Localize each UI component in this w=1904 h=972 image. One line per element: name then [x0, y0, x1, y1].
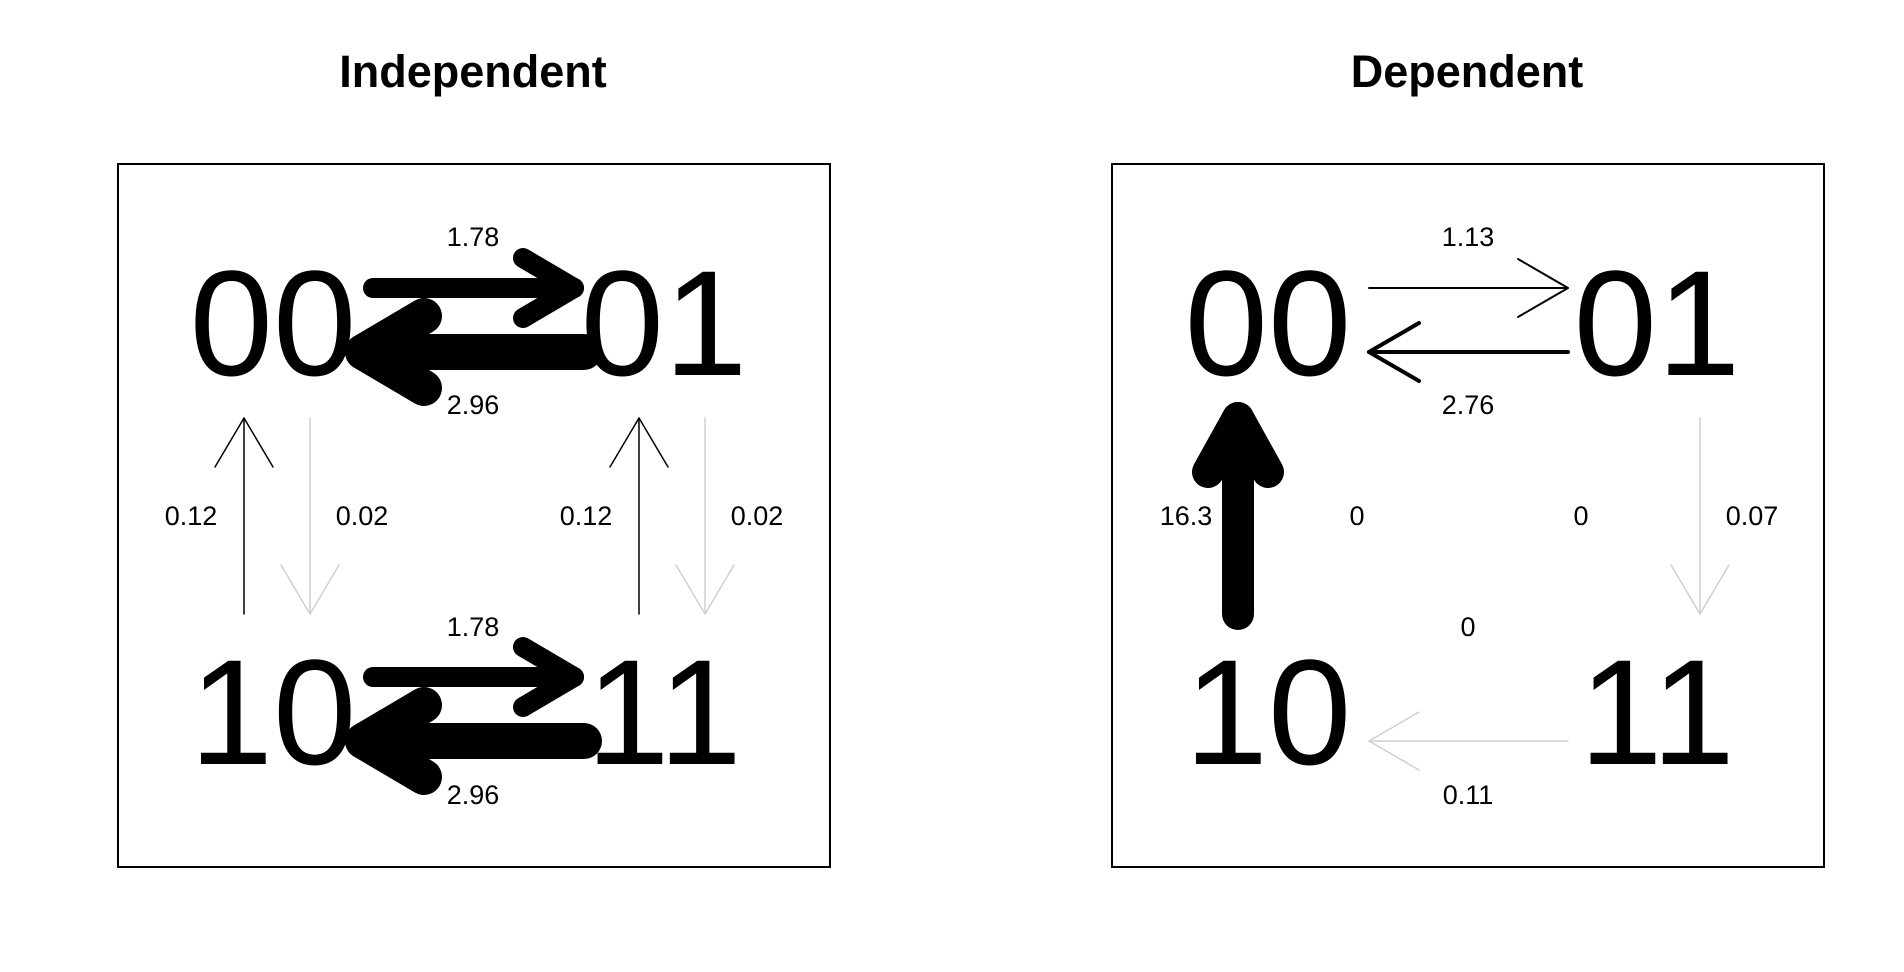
- rate-label-11-to-10: 0.11: [1443, 780, 1494, 810]
- panel-frame-dependent: [1111, 163, 1825, 868]
- rate-label-00-to-01: 1.78: [447, 222, 500, 252]
- rate-label-11-to-01: 0.12: [560, 501, 613, 531]
- edge-01-to-00: [1367, 321, 1570, 383]
- rate-label-10-to-00: 0.12: [165, 501, 218, 531]
- rate-label-00-to-01: 1.13: [1442, 222, 1495, 252]
- edge-00-to-10: [280, 417, 340, 615]
- rate-label-11-to-10: 2.96: [447, 780, 500, 810]
- rate-label-01-to-11: 0.07: [1726, 501, 1779, 531]
- state-01: 01: [1574, 239, 1741, 407]
- edge-11-to-01: [609, 417, 669, 615]
- edge-11-to-10: [1368, 711, 1569, 771]
- state-00: 00: [1185, 239, 1352, 407]
- edge-10-to-11: [363, 637, 584, 717]
- edge-00-to-01: [363, 248, 584, 328]
- rate-label-10-to-00: 16.3: [1160, 501, 1213, 531]
- panel-frame-independent: [117, 163, 831, 868]
- rate-label-10-to-11: 0: [1460, 612, 1475, 642]
- edge-01-to-11: [1670, 417, 1730, 615]
- rate-label-01-to-00: 2.76: [1442, 390, 1495, 420]
- edge-10-to-00: [1192, 402, 1284, 630]
- rate-label-00-to-10: 0.02: [336, 501, 389, 531]
- rate-label-11-to-01: 0: [1573, 501, 1588, 531]
- rate-label-01-to-00: 2.96: [447, 390, 500, 420]
- panel-title-dependent: Dependent: [1351, 46, 1584, 97]
- panel-dependent: Dependent 00 01 10 11 1.13 2.76 16.3 0 0…: [1111, 46, 1825, 868]
- state-10: 10: [1185, 628, 1352, 796]
- edge-10-to-00: [214, 417, 274, 615]
- state-00: 00: [190, 239, 357, 407]
- edge-11-to-10: [345, 687, 602, 795]
- panel-independent: Independent 00 01 10 11 1.78 2.96 0.12 0…: [117, 46, 831, 868]
- rate-label-10-to-11: 1.78: [447, 612, 500, 642]
- panel-title-independent: Independent: [339, 46, 607, 97]
- edge-01-to-11: [675, 417, 735, 615]
- state-11: 11: [1579, 628, 1735, 796]
- state-10: 10: [190, 628, 357, 796]
- rate-label-00-to-10: 0: [1349, 501, 1364, 531]
- rate-label-01-to-11: 0.02: [731, 501, 784, 531]
- state-01: 01: [581, 239, 748, 407]
- state-11: 11: [586, 628, 742, 796]
- edge-00-to-01: [1368, 258, 1569, 318]
- edge-01-to-00: [345, 298, 602, 406]
